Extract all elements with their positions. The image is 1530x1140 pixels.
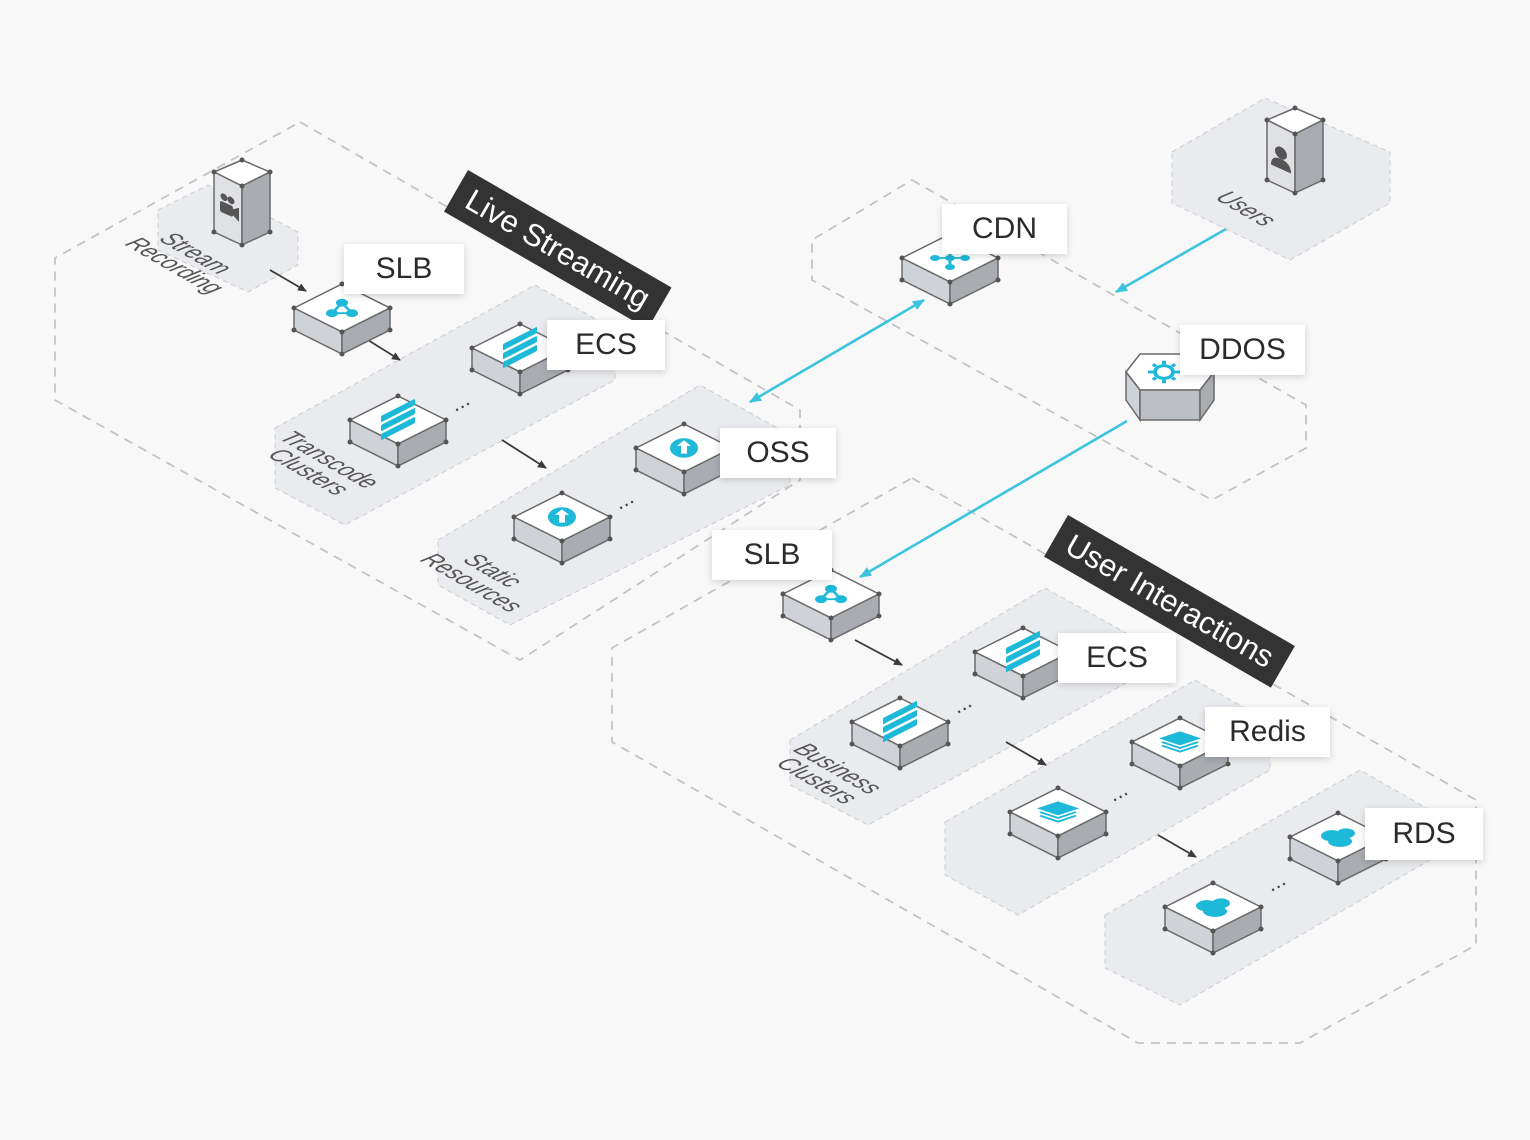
gear-shield-icon (1148, 360, 1180, 384)
arrow-slb-to-business (854, 639, 903, 666)
arrow-business-to-redis (1005, 741, 1047, 766)
cdn-label: CDN (942, 204, 1067, 254)
ecs-bottom-label: ECS (1058, 633, 1176, 683)
camera-icon (220, 193, 239, 222)
arrow-redis-to-rds (1157, 834, 1197, 858)
live-streaming-region (54, 120, 801, 662)
ecs-top-label: ECS (547, 320, 665, 370)
oss-label: OSS (720, 428, 836, 478)
arrow-slb-to-transcode (367, 339, 401, 361)
camera-device (211, 157, 273, 248)
redis-label: Redis (1205, 707, 1330, 757)
ddos-label: DDOS (1180, 325, 1305, 375)
arrow-transcode-to-static (501, 439, 547, 469)
user-icon (1271, 146, 1291, 174)
slb-top-label: SLB (344, 244, 464, 294)
connector-cdn-oss (749, 298, 925, 404)
connector-users-ddos (1115, 227, 1227, 294)
users-device (1264, 105, 1326, 196)
arrow-recording-to-slb (269, 269, 307, 292)
slb-bottom-label: SLB (712, 530, 832, 580)
cdn-ddos-region (811, 178, 1307, 502)
connector-ddos-slb (859, 419, 1128, 579)
rds-label: RDS (1365, 808, 1483, 860)
